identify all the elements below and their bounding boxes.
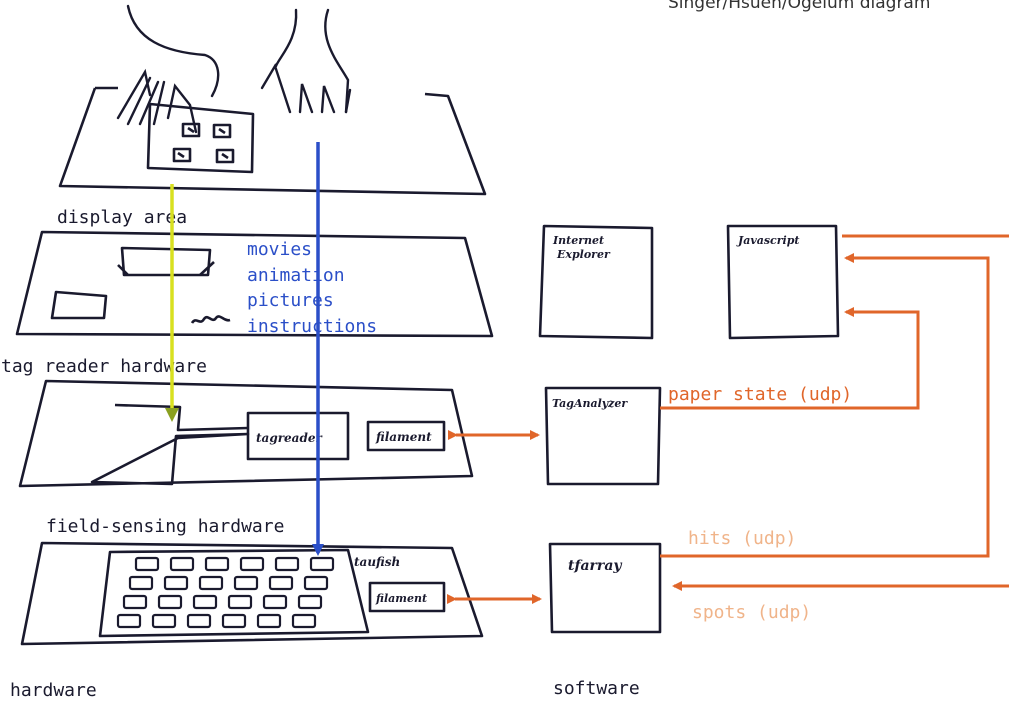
media-item-instructions: instructions — [247, 316, 377, 337]
sensor-pad — [291, 613, 317, 629]
spots-label: spots (udp) — [692, 602, 811, 623]
media-item-movies: movies — [247, 239, 312, 260]
sensor-pad — [116, 613, 142, 629]
sensor-pad — [268, 575, 294, 591]
filament-box-2 — [368, 581, 446, 613]
javascript-box — [726, 224, 840, 340]
layer-label-display-area: display area — [57, 207, 187, 228]
data-flows — [447, 234, 1009, 604]
layer-label-field-sensing-hardware: field-sensing hardware — [46, 516, 284, 537]
right-hand-icon — [260, 8, 352, 114]
sensor-pad — [204, 556, 230, 572]
sensor-pad — [221, 613, 247, 629]
taufish-label: taufish — [354, 555, 400, 569]
sensor-pad — [262, 594, 288, 610]
sensor-pad — [198, 575, 224, 591]
sensor-pad — [134, 556, 160, 572]
hits-link — [660, 253, 990, 558]
diagram-title: Singer/Hsueh/Ogelum diagram — [668, 0, 930, 13]
sensor-pad — [157, 594, 183, 610]
tag-analyzer-label: TagAnalyzer — [552, 397, 628, 410]
sensor-pad — [227, 594, 253, 610]
paper-state-label: paper state (udp) — [668, 384, 852, 405]
display-area-plane — [15, 230, 494, 338]
projected-window-icon — [120, 246, 212, 277]
software-boxes — [538, 224, 840, 634]
sensor-pad — [128, 575, 154, 591]
sensor-pad — [186, 613, 212, 629]
internet-explorer-box — [538, 224, 654, 340]
paper-state-link — [660, 307, 920, 410]
tfarray-box — [548, 542, 662, 634]
sensor-pad — [192, 594, 218, 610]
tfarray-label: tfarray — [568, 558, 622, 574]
squiggle-icon — [190, 315, 231, 324]
sensor-pad — [274, 556, 300, 572]
javascript-label: Javascript — [736, 234, 800, 247]
sensor-pad — [122, 594, 148, 610]
sensor-pad — [309, 556, 335, 572]
left-hand-icon — [116, 4, 220, 134]
sensor-pad — [297, 594, 323, 610]
paper-sheet-icon — [146, 102, 255, 174]
sensor-pads — [116, 556, 335, 629]
sensor-pad — [239, 556, 265, 572]
tag-antenna-icon — [90, 403, 250, 486]
media-list: movies animation pictures instructions — [247, 239, 377, 337]
internet-explorer-label: Internet Explorer — [552, 234, 611, 261]
media-item-animation: animation — [247, 265, 345, 286]
filament-label-2: filament — [375, 592, 427, 605]
sensor-pad — [233, 575, 259, 591]
tagreader-box — [246, 411, 350, 461]
sensor-array-icon — [98, 548, 370, 638]
sensor-pad — [303, 575, 329, 591]
tagreader-label: tagreader — [256, 431, 323, 445]
sensor-pad — [163, 575, 189, 591]
sensor-pad — [151, 613, 177, 629]
display-table-top — [58, 86, 487, 196]
software-section-label: software — [553, 678, 640, 699]
sensor-pad — [256, 613, 282, 629]
projected-sheet-icon — [50, 290, 108, 320]
filament-box-1 — [366, 420, 446, 452]
media-item-pictures: pictures — [247, 290, 334, 311]
hits-label: hits (udp) — [688, 528, 796, 549]
tag-analyzer-box — [544, 386, 662, 486]
hardware-section-label: hardware — [10, 680, 97, 701]
filament-label-1: filament — [375, 430, 432, 444]
sensor-pad — [169, 556, 195, 572]
layer-label-tag-reader-hardware: tag reader hardware — [1, 356, 207, 377]
